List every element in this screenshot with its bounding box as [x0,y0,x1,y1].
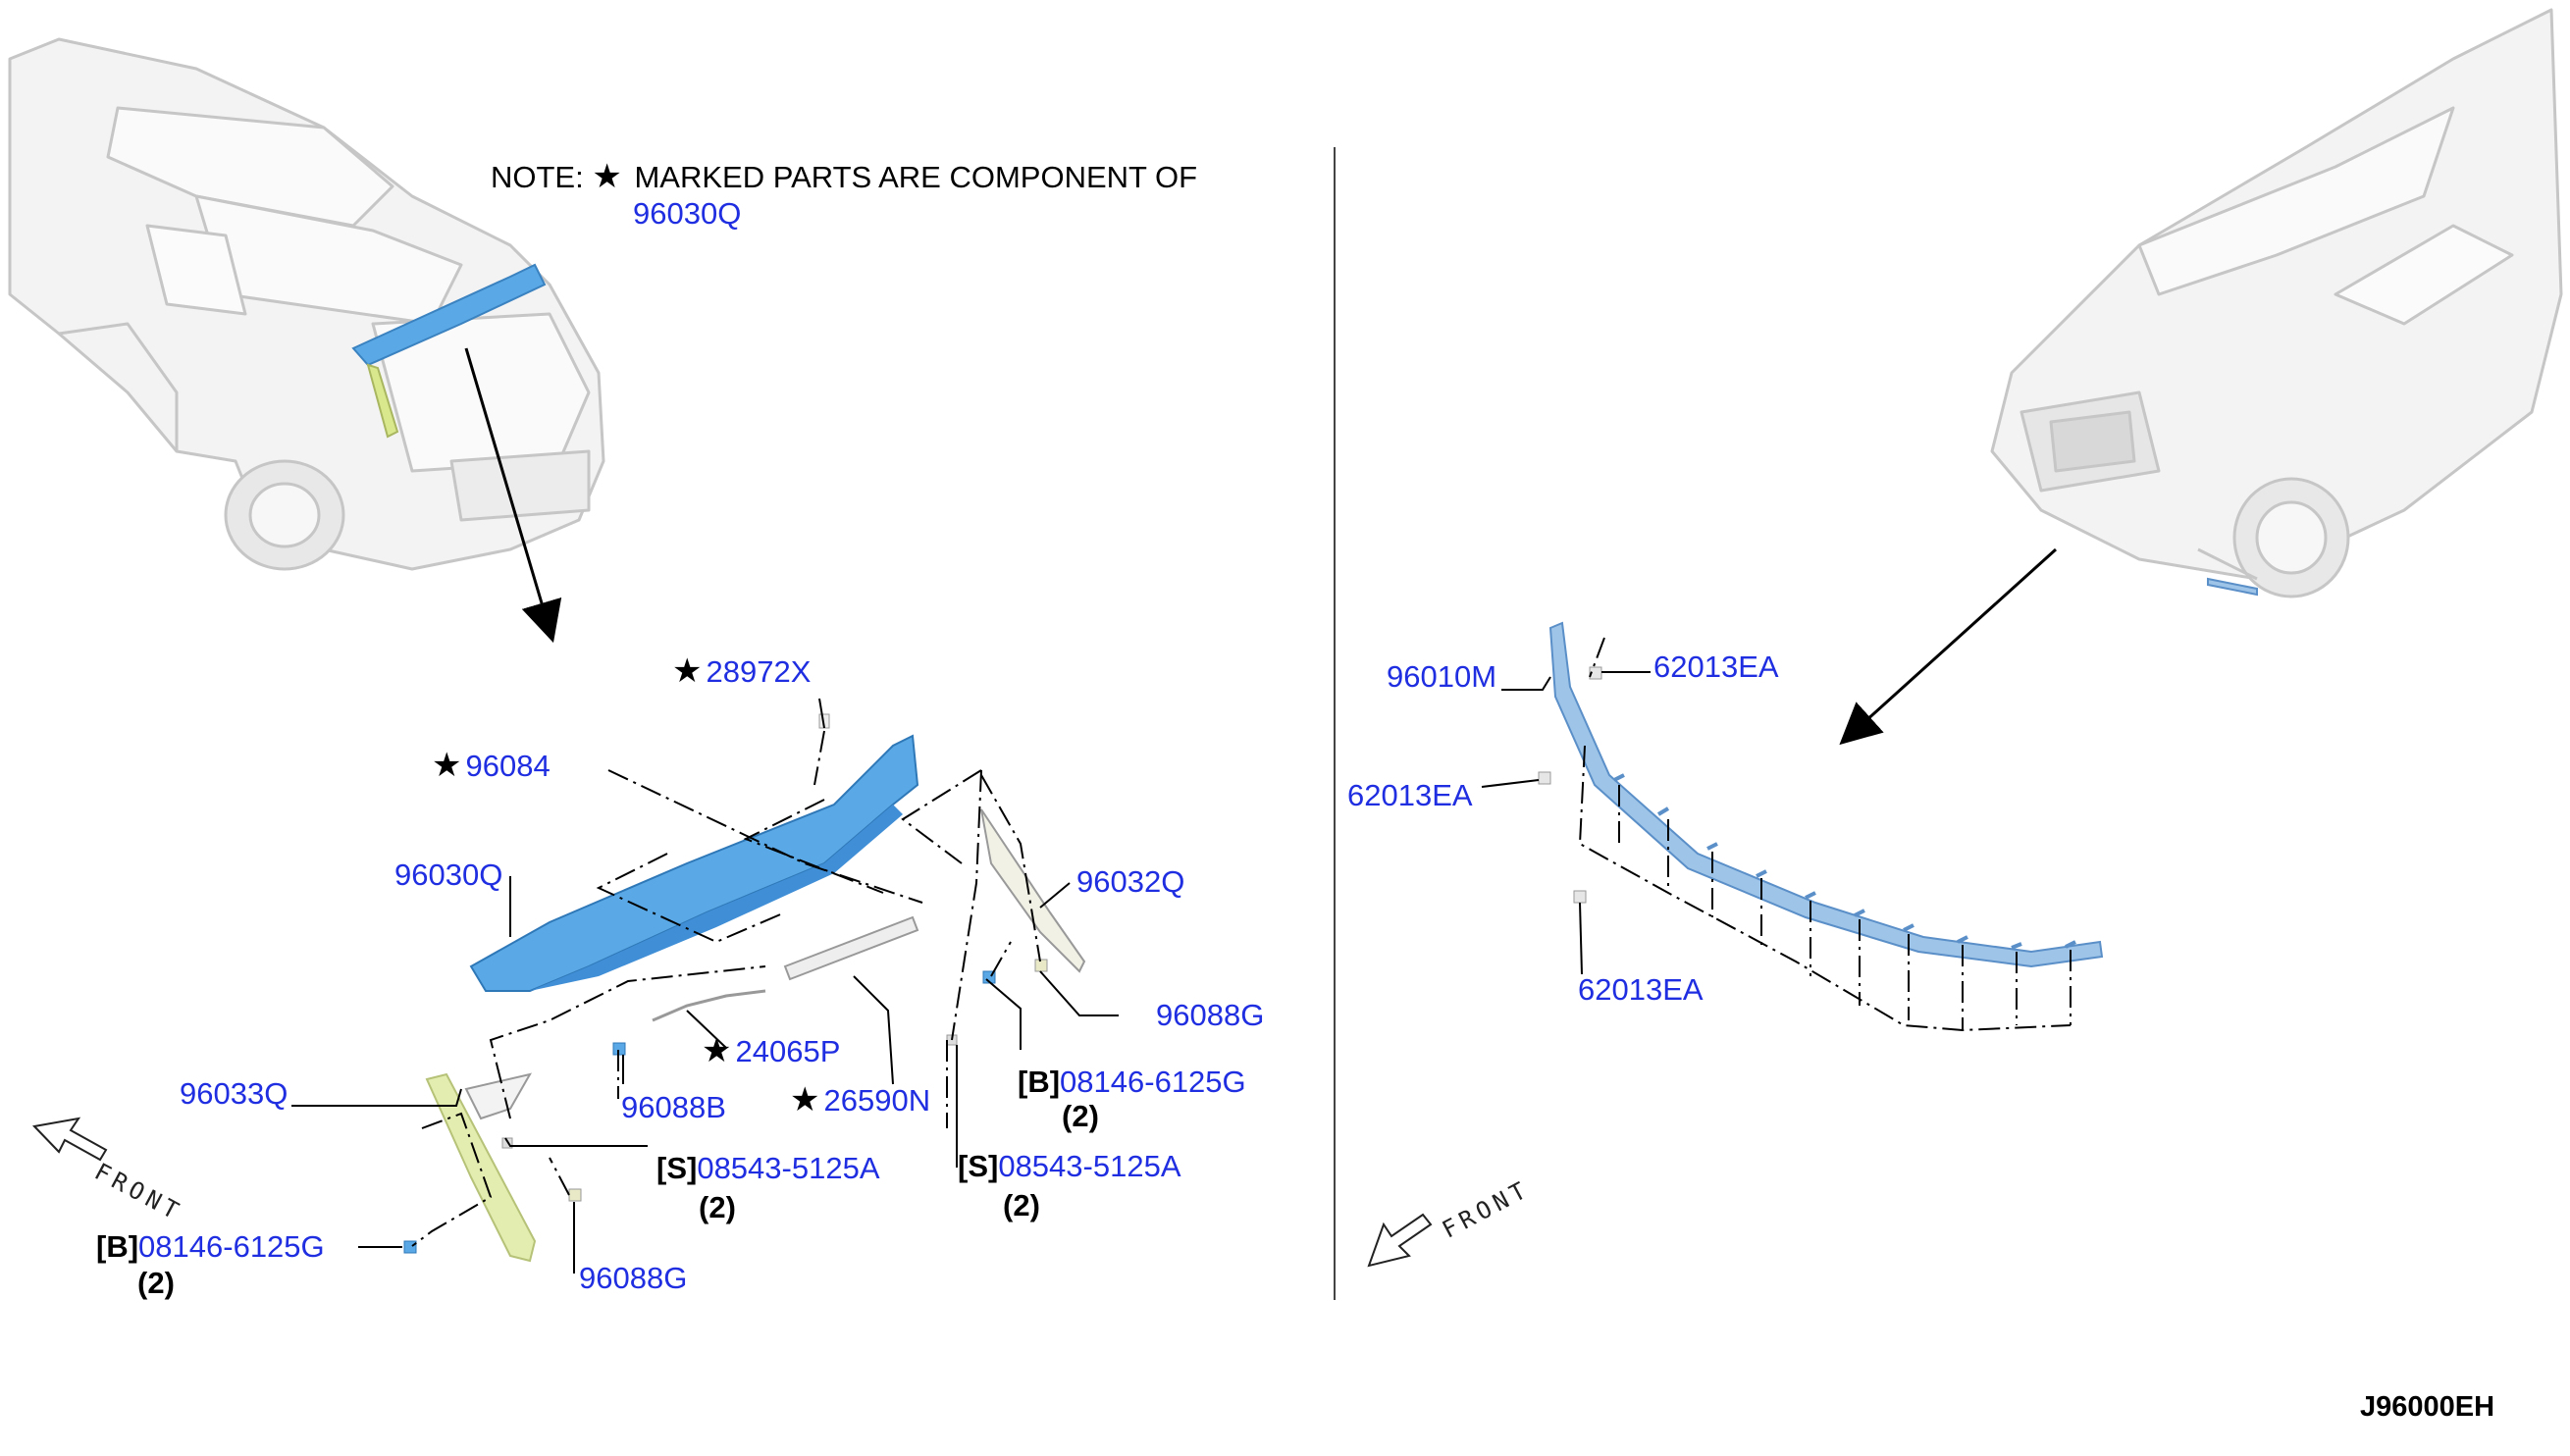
diagram-code: J96000EH [2360,1391,2495,1423]
star-icon: ★ [790,1081,820,1118]
label-screw-s-left[interactable]: [S]08543-5125A [656,1151,880,1185]
assembly-lines-right [1578,637,2072,1032]
clip-96088g-right [1034,959,1048,972]
harness-part [652,989,766,1022]
star-icon: ★ [672,652,703,690]
qty-bolt-b-left: (2) [137,1266,175,1300]
front-lip-highlight [2207,577,2258,597]
garnish-left-part [425,1072,537,1263]
label-96088b[interactable]: 96088B [621,1090,726,1124]
note-part-number[interactable]: 96030Q [633,196,742,231]
label-28972x[interactable]: ★28972X [672,652,812,690]
clip-62013ea-bottom [1573,890,1587,904]
label-26590n[interactable]: ★26590N [790,1081,931,1118]
rear-vehicle-illustration [8,37,605,571]
front-arrow-right [1367,1213,1433,1268]
front-lip-spoiler-part [1548,621,2104,968]
note-body: MARKED PARTS ARE COMPONENT OF [634,160,1198,194]
bolt-b-left [403,1240,417,1254]
label-24065p[interactable]: ★24065P [702,1032,841,1069]
front-arrow-left [31,1117,108,1162]
leader-lines-left [291,698,1119,1274]
star-icon: ★ [592,158,622,195]
front-lip-ribs [1613,773,2076,950]
label-62013ea-mid[interactable]: 62013EA [1347,778,1473,812]
label-screw-s-right[interactable]: [S]08543-5125A [958,1149,1181,1183]
assembly-lines-left [411,730,1041,1247]
leader-lines-right [1481,671,1651,975]
garnish-right-part [980,808,1086,973]
garnish-highlight [366,363,399,439]
qty-screw-s-right: (2) [1003,1188,1040,1222]
label-62013ea-bottom[interactable]: 62013EA [1578,972,1704,1007]
label-62013ea-top[interactable]: 62013EA [1653,650,1779,684]
clip-62013ea-mid [1538,771,1551,785]
clip-96088g-left [568,1188,582,1202]
label-bolt-b-right[interactable]: [B]08146-6125G [1018,1065,1246,1099]
note-prefix: NOTE: [491,160,584,194]
callout-arrow-front [1839,547,2058,746]
qty-bolt-b-right: (2) [1062,1099,1099,1133]
label-96010m[interactable]: 96010M [1387,659,1497,694]
label-96088g-right[interactable]: 96088G [1156,998,1265,1032]
label-96032q[interactable]: 96032Q [1076,864,1185,899]
front-vehicle-illustration [1990,8,2563,598]
label-96033q[interactable]: 96033Q [180,1076,288,1111]
high-mount-lamp-part [783,915,919,981]
label-96084[interactable]: ★96084 [432,747,551,784]
label-bolt-b-left[interactable]: [B]08146-6125G [96,1229,325,1264]
label-96088g-left[interactable]: 96088G [579,1261,688,1295]
star-icon: ★ [432,747,462,784]
note-text: NOTE: ★ MARKED PARTS ARE COMPONENT OF [491,160,1197,193]
star-icon: ★ [702,1032,732,1069]
callout-arrow-rear [464,347,562,644]
qty-screw-s-left: (2) [699,1190,736,1224]
label-96030q[interactable]: 96030Q [394,858,503,892]
rear-spoiler-part [469,734,919,992]
garnish-left-bracket [464,1072,533,1120]
